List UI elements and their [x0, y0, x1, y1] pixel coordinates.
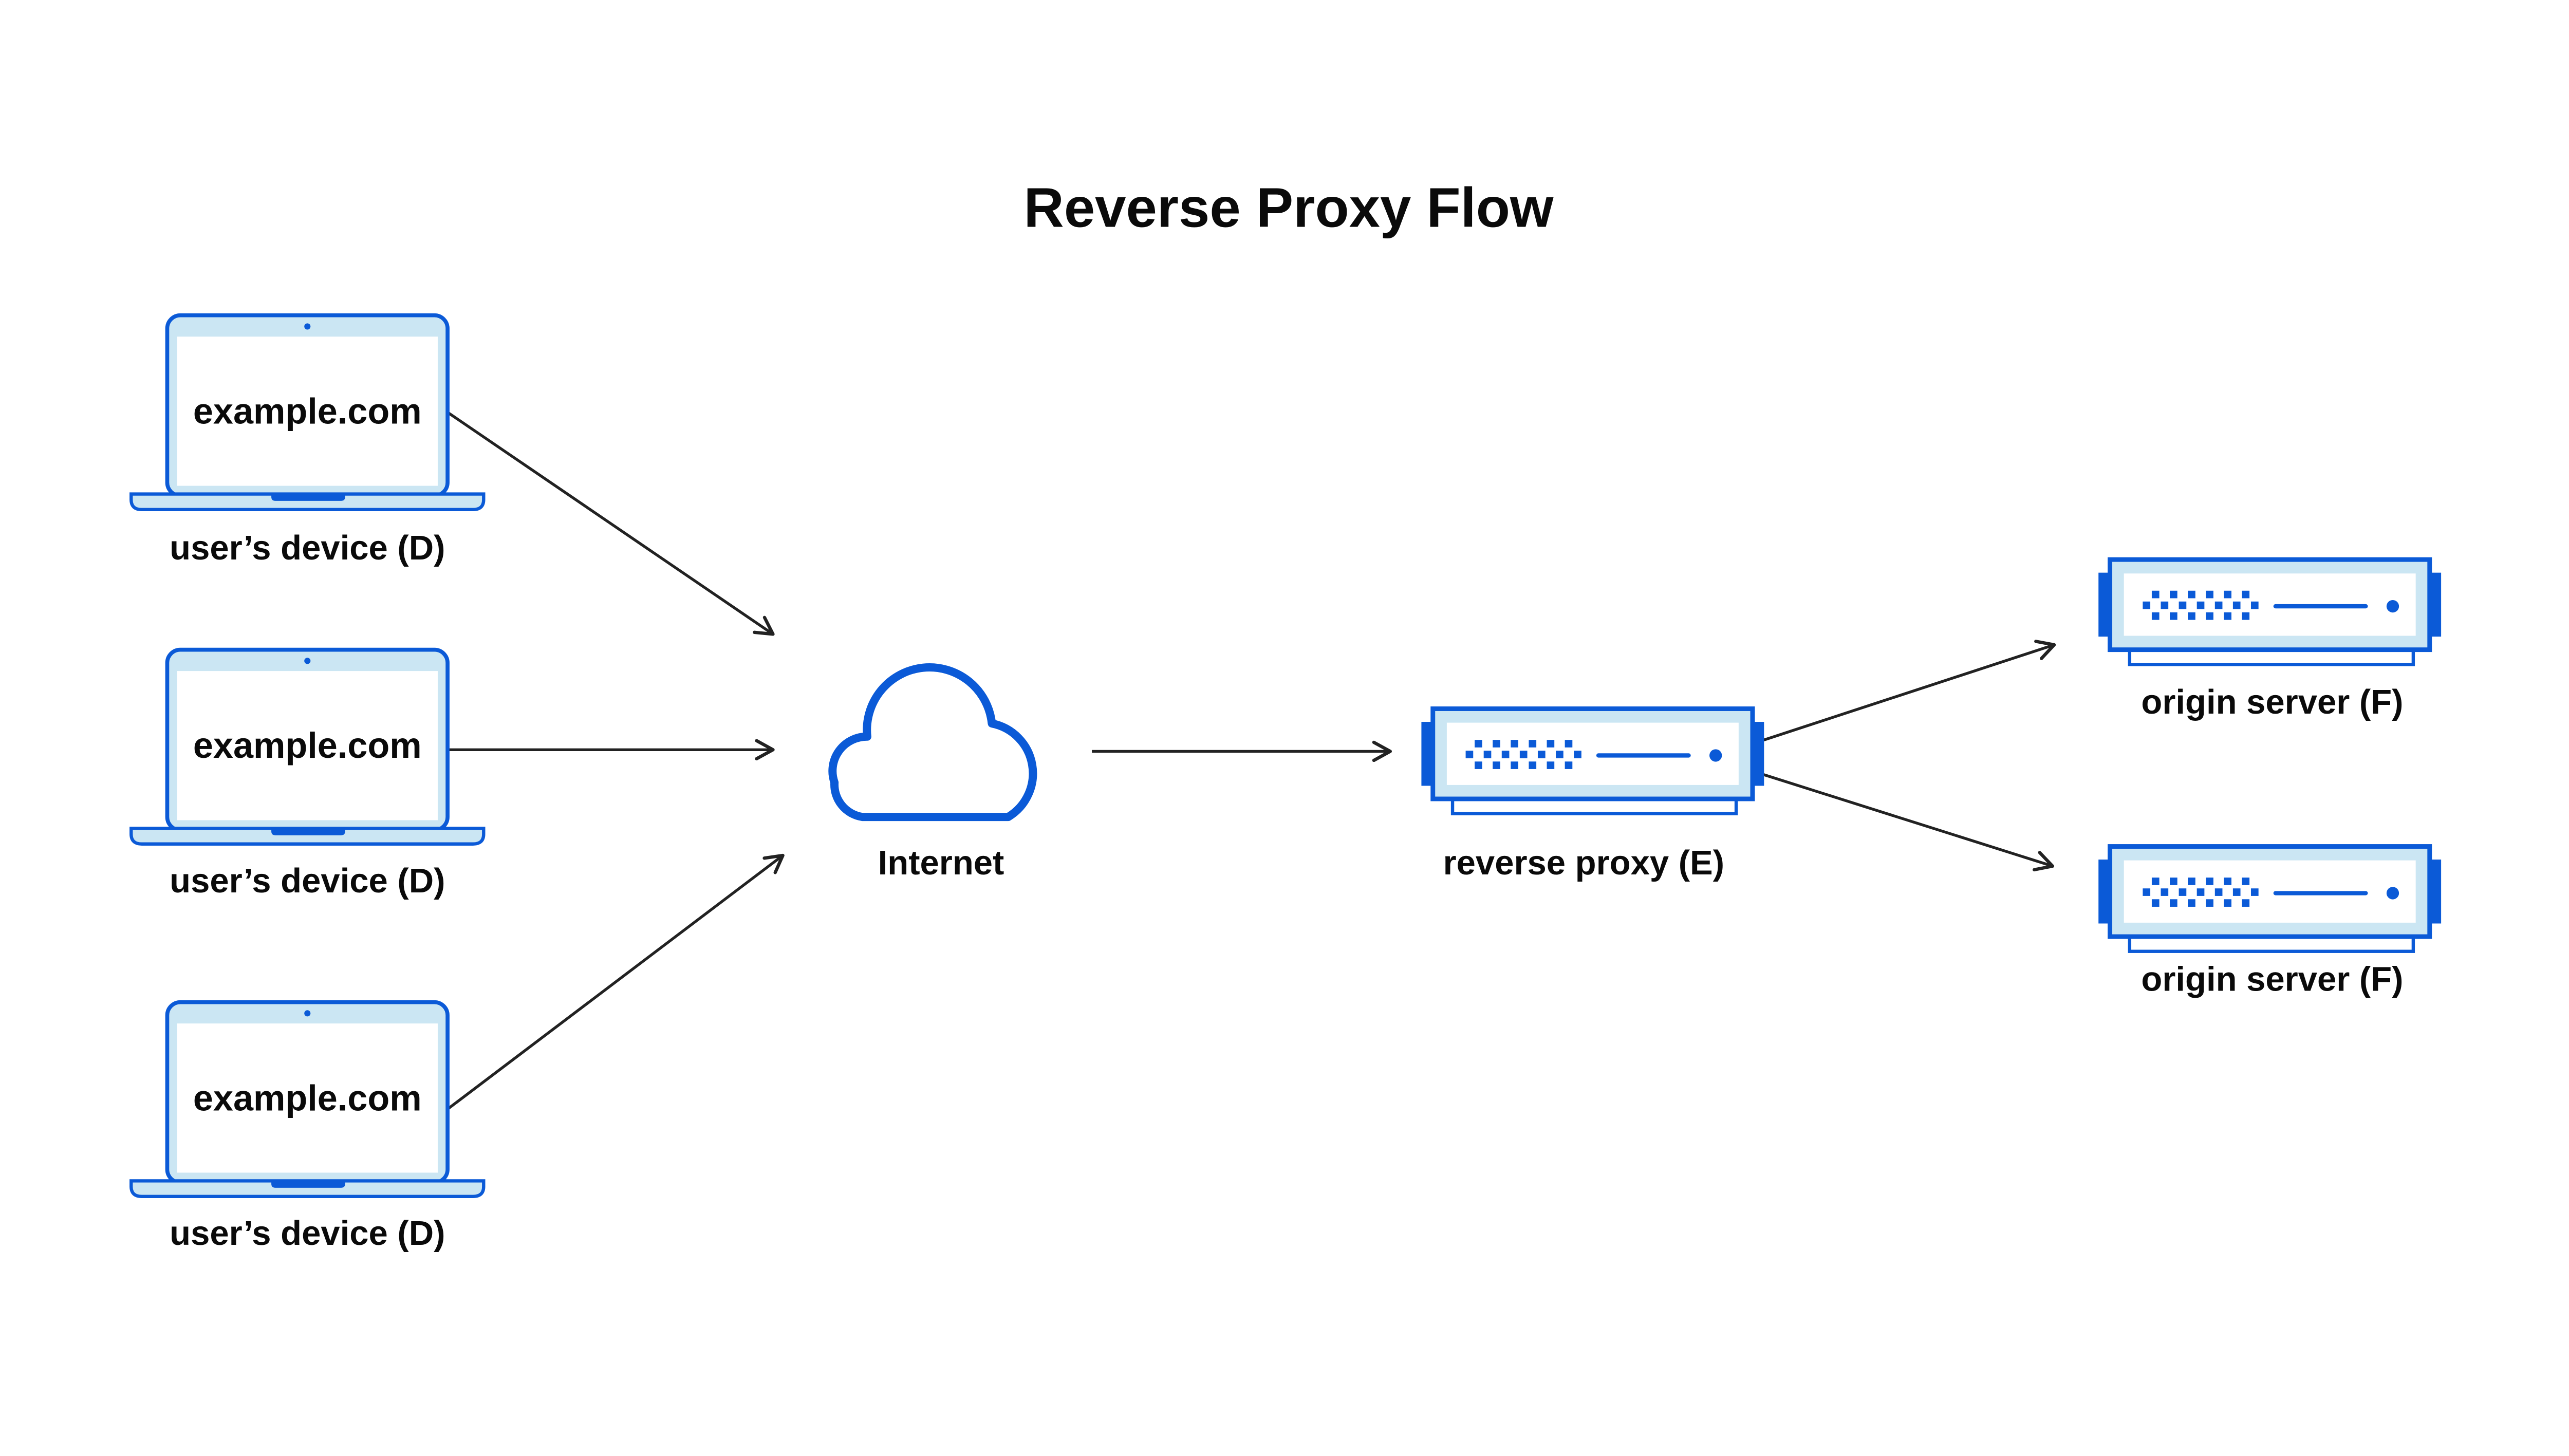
arrow-device3-to-internet [445, 853, 785, 1112]
user-device-1: example.com user’s device (D) [131, 315, 483, 567]
reverse-proxy-label: reverse proxy (E) [1443, 844, 1724, 882]
internet-label: Internet [878, 844, 1004, 882]
user-device-2: example.com user’s device (D) [131, 650, 483, 900]
arrow-proxy-to-origin2 [1757, 771, 2055, 872]
origin-server-1: origin server (F) [2098, 559, 2441, 721]
server-icon [2098, 847, 2441, 951]
device-label: user’s device (D) [170, 529, 445, 567]
arrow-device1-to-internet [445, 410, 775, 636]
server-icon [1421, 709, 1764, 814]
internet-node: Internet [828, 663, 1037, 882]
device-screen-url: example.com [193, 725, 422, 766]
reverse-proxy-node: reverse proxy (E) [1421, 709, 1764, 882]
server-icon [2098, 559, 2441, 664]
diagram-title: Reverse Proxy Flow [1024, 176, 1554, 238]
arrow-proxy-to-origin1 [1758, 640, 2056, 743]
user-device-3: example.com user’s device (D) [131, 1002, 483, 1253]
device-screen-url: example.com [193, 390, 422, 431]
device-label: user’s device (D) [170, 862, 445, 900]
origin-server-label: origin server (F) [2141, 683, 2403, 721]
origin-server-label: origin server (F) [2141, 960, 2403, 998]
device-label: user’s device (D) [170, 1214, 445, 1253]
device-screen-url: example.com [193, 1077, 422, 1118]
connectors [445, 410, 2056, 1112]
cloud-icon [828, 663, 1037, 822]
origin-server-2: origin server (F) [2098, 847, 2441, 998]
